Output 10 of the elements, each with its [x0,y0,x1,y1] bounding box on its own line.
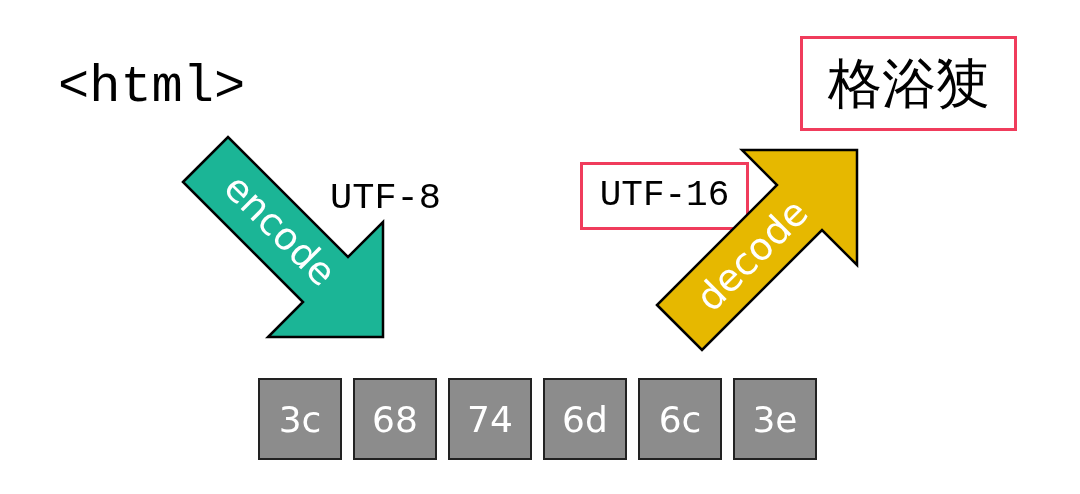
byte-cell: 6d [543,378,627,460]
highlighted-text: UTF-16 [580,162,749,230]
highlighted-text: 格浴㹬 [800,36,1017,131]
byte-cell: 3e [733,378,817,460]
byte-cell: 74 [448,378,532,460]
byte-cell: 68 [353,378,437,460]
byte-cell: 3c [258,378,342,460]
encoding-label: UTF-8 [330,180,442,217]
byte-cell: 6c [638,378,722,460]
source-text: <html> [58,62,246,114]
